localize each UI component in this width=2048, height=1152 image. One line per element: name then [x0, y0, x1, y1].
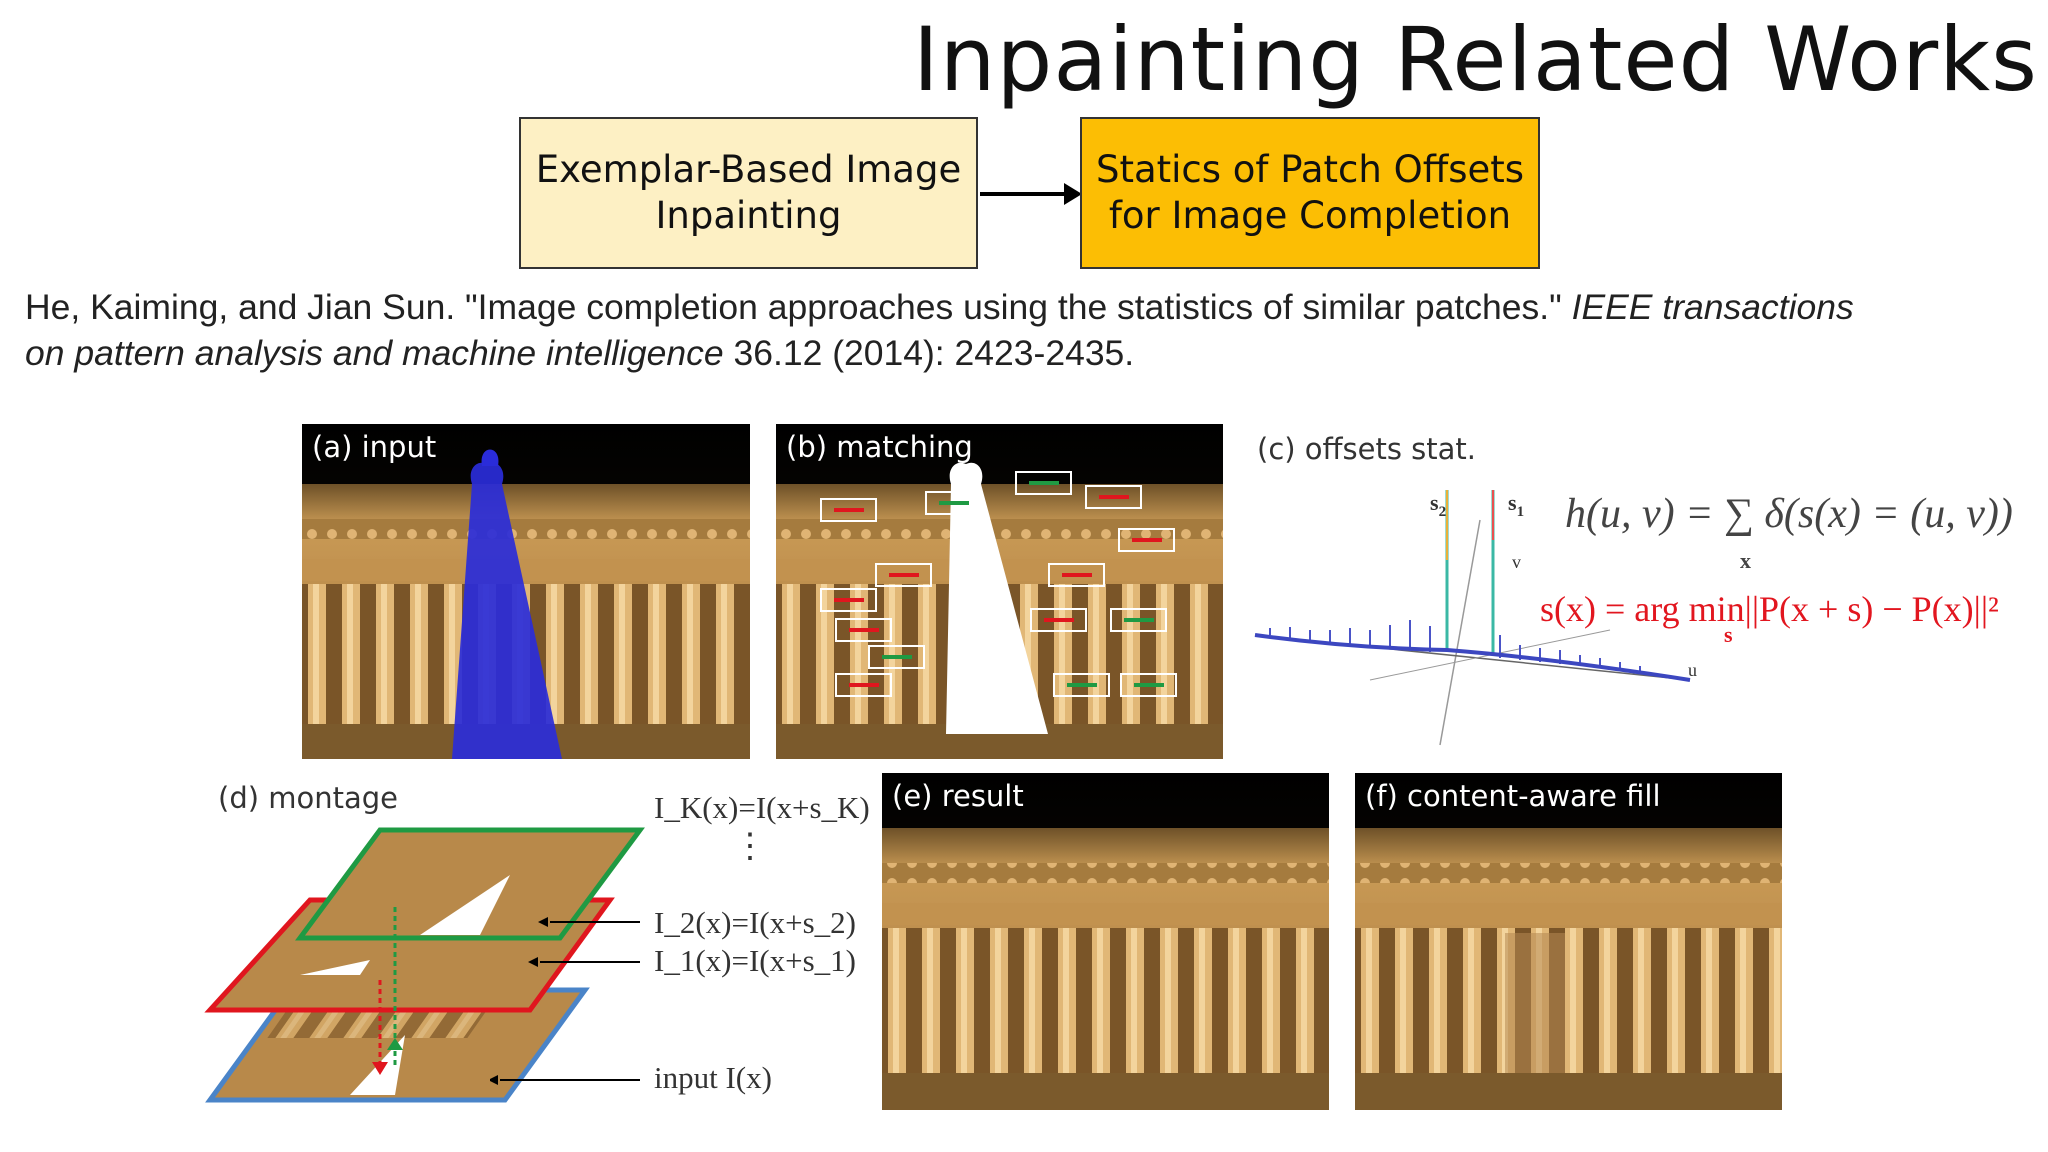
panel-a-image [302, 424, 750, 759]
panel-d-label: (d) montage [218, 781, 398, 815]
axis-s2-sub: 2 [1439, 504, 1447, 520]
box2-line1: Statics of Patch Offsets [1096, 147, 1524, 193]
svg-text:s1: s1 [1508, 490, 1524, 520]
montage-arrows [490, 880, 660, 1110]
formula-offset-sub: s [1724, 622, 1733, 648]
svg-text:s2: s2 [1430, 490, 1446, 520]
axis-v: v [1512, 552, 1521, 572]
panel-b-matching: (b) matching [776, 424, 1223, 759]
box2-line2: for Image Completion [1096, 193, 1524, 239]
panel-c-label: (c) offsets stat. [1257, 432, 1476, 466]
panel-a-input: (a) input [302, 424, 750, 759]
montage-ellipsis: ⋮ [733, 840, 767, 854]
panel-f-image [1355, 773, 1782, 1110]
panel-f-label: (f) content-aware fill [1365, 779, 1661, 813]
axis-u: u [1688, 660, 1697, 680]
panel-f-content-aware: (f) content-aware fill [1355, 773, 1782, 1110]
flow-arrow [980, 192, 1078, 196]
formula-offset: s(x) = arg min||P(x + s) − P(x)||² [1540, 588, 1999, 630]
panel-e-label: (e) result [892, 779, 1024, 813]
montage-label-ik: I_K(x)=I(x+s_K) [654, 790, 870, 826]
panel-b-label: (b) matching [786, 430, 973, 464]
box1-line1: Exemplar-Based Image [536, 147, 961, 193]
citation-authors-title: He, Kaiming, and Jian Sun. "Image comple… [25, 287, 1572, 327]
box1-line2: Inpainting [536, 193, 961, 239]
citation-details: 36.12 (2014): 2423-2435. [724, 333, 1135, 373]
citation-journal-2: on pattern analysis and machine intellig… [25, 333, 724, 373]
montage-label-input: input I(x) [654, 1060, 772, 1096]
montage-label-i1: I_1(x)=I(x+s_1) [654, 943, 856, 979]
exemplar-inpainting-box: Exemplar-Based Image Inpainting [519, 117, 978, 269]
axis-s1-sub: 1 [1517, 504, 1525, 520]
panel-e-image [882, 773, 1329, 1110]
formula-histogram-sub: x [1740, 548, 1751, 574]
panel-a-label: (a) input [312, 430, 436, 464]
patch-offsets-box: Statics of Patch Offsets for Image Compl… [1080, 117, 1540, 269]
montage-label-i2: I_2(x)=I(x+s_2) [654, 905, 856, 941]
formula-histogram: h(u, v) = ∑ δ(s(x) = (u, v)) [1565, 490, 2013, 538]
slide-title: Inpainting Related Works [913, 8, 2038, 111]
panel-b-image [776, 424, 1223, 759]
citation: He, Kaiming, and Jian Sun. "Image comple… [25, 284, 2035, 376]
citation-journal-1: IEEE transactions [1572, 287, 1854, 327]
panel-e-result: (e) result [882, 773, 1329, 1110]
